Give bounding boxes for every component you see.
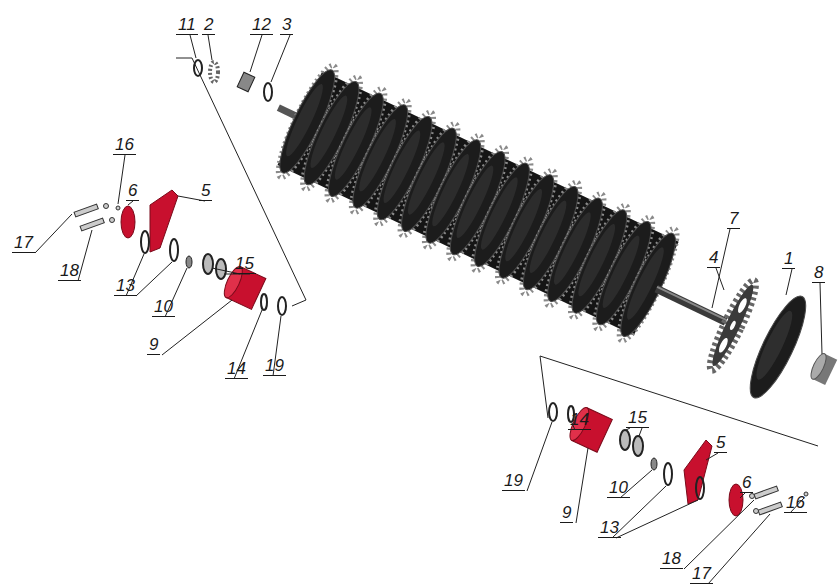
callout-number: 9	[147, 336, 160, 355]
roller	[252, 52, 838, 429]
group-bracket	[176, 58, 818, 446]
callout-number: 6	[740, 474, 753, 493]
right-bearing-group	[549, 403, 808, 516]
callout-number: 13	[114, 277, 137, 296]
callout-number: 12	[250, 16, 273, 35]
callout-number: 8	[812, 264, 825, 283]
callout-number: 5	[199, 182, 212, 201]
callout-number: 9	[560, 504, 573, 523]
callout-number: 14	[568, 411, 591, 430]
callout-number: 10	[152, 298, 175, 317]
top-parts	[194, 60, 272, 101]
callout-number: 11	[176, 16, 198, 35]
callout-number: 17	[690, 565, 713, 584]
callout-number: 3	[280, 16, 293, 35]
callout-number: 18	[660, 550, 683, 569]
callout-number: 6	[126, 182, 139, 201]
callout-number: 16	[113, 136, 136, 155]
callout-number: 18	[58, 262, 81, 281]
callout-number: 19	[263, 357, 286, 376]
left-bearing-group	[74, 190, 286, 315]
callout-number: 4	[707, 249, 720, 268]
callout-number: 1	[782, 250, 795, 269]
callout-number: 17	[12, 234, 35, 253]
callout-number: 7	[727, 210, 740, 229]
callout-number: 2	[202, 16, 215, 35]
callout-number: 16	[784, 494, 807, 513]
callout-number: 13	[598, 519, 621, 538]
callout-number: 14	[225, 360, 248, 379]
callout-number: 10	[607, 479, 630, 498]
callout-number: 5	[714, 434, 727, 453]
callout-number: 15	[233, 255, 256, 274]
callout-number: 15	[626, 409, 649, 428]
leader-line	[35, 35, 822, 584]
callout-number: 19	[502, 472, 525, 491]
